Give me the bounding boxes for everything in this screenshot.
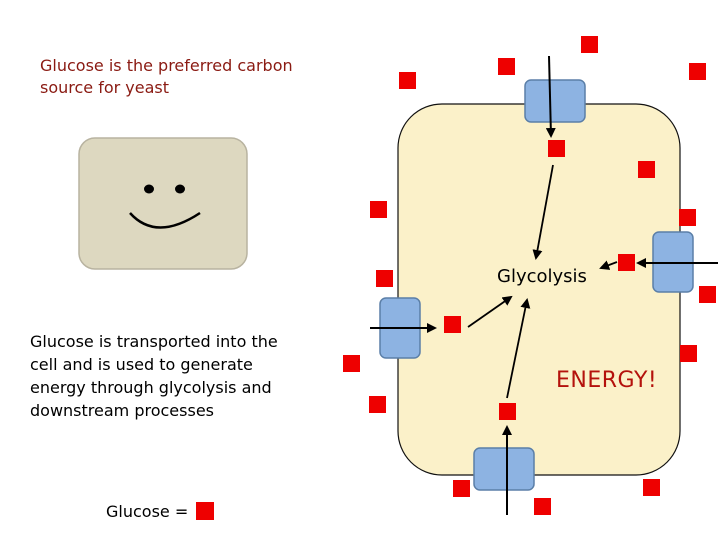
- right-eye-icon: [175, 184, 185, 194]
- glucose-icon: [581, 36, 598, 53]
- glucose-icon: [343, 355, 360, 372]
- glucose-icon: [399, 72, 416, 89]
- glucose-icon: [679, 209, 696, 226]
- description-text: Glucose is transported into the cell and…: [30, 332, 278, 420]
- energy-label: ENERGY!: [556, 368, 658, 393]
- glucose-icon: [376, 270, 393, 287]
- glycolysis-label: Glycolysis: [497, 266, 587, 287]
- glucose-icon: [548, 140, 565, 157]
- yeast-face-icon: [78, 137, 248, 270]
- glucose-icon: [444, 316, 461, 333]
- transporter-top: [524, 79, 586, 123]
- arrow-to-glycolysis-bottom: [506, 298, 531, 399]
- glucose-icon: [498, 58, 515, 75]
- glucose-legend-icon: [196, 502, 215, 520]
- left-eye-icon: [144, 184, 154, 194]
- yeast-cell: [397, 103, 681, 476]
- glucose-icon: [638, 161, 655, 178]
- glucose-icon: [370, 201, 387, 218]
- slide-title: Glucose is the preferred carbon source f…: [40, 56, 293, 97]
- glucose-molecules: [343, 36, 716, 515]
- glucose-icon: [534, 498, 551, 515]
- glucose-icon: [680, 345, 697, 362]
- arrow-to-glycolysis-left: [467, 295, 513, 328]
- glucose-icon: [689, 63, 706, 80]
- glucose-icon: [369, 396, 386, 413]
- glucose-icon: [643, 479, 660, 496]
- arrow-to-glycolysis-right: [599, 260, 618, 270]
- arrow-to-glycolysis-top: [532, 164, 554, 260]
- transporter-bottom: [473, 447, 535, 491]
- legend-label: Glucose =: [106, 501, 189, 521]
- smile-icon: [129, 211, 201, 229]
- arrow-import-top: [545, 55, 556, 138]
- glucose-icon: [499, 403, 516, 420]
- legend: Glucose =: [106, 500, 215, 522]
- glucose-icon: [618, 254, 635, 271]
- glucose-icon: [699, 286, 716, 303]
- glucose-icon: [453, 480, 470, 497]
